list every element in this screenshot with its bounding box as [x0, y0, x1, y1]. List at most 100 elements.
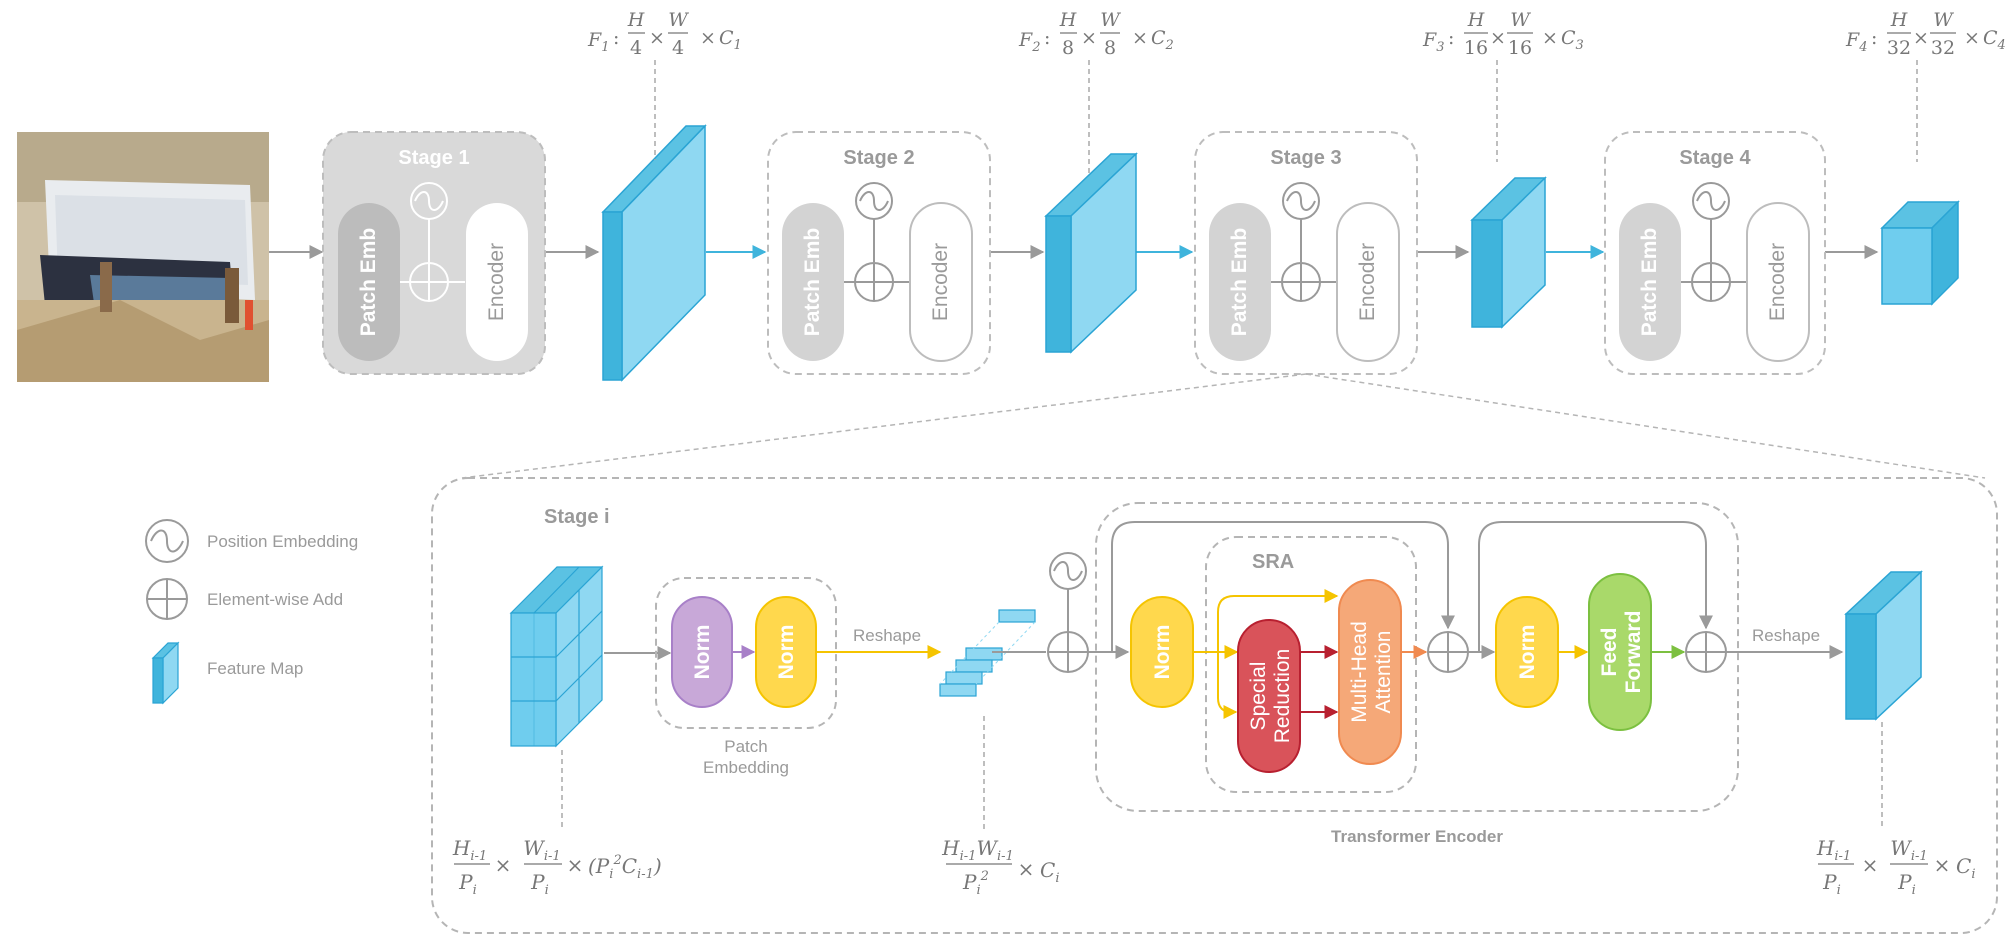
svg-text:C4: C4 [1983, 27, 2006, 53]
svg-text:×: × [1542, 27, 1558, 49]
svg-text:C3: C3 [1561, 27, 1584, 53]
svg-text:Hi-1Wi-1: Hi-1Wi-1 [941, 836, 1014, 864]
svg-text:Pi: Pi [1897, 870, 1916, 898]
feature-label-f1: F1 : H 4 × W 4 × C1 [587, 9, 742, 59]
svg-text:×: × [1018, 857, 1035, 881]
svg-text:W: W [668, 9, 689, 31]
svg-text::: : [1448, 27, 1454, 49]
stage-1-title: Stage 1 [398, 147, 469, 169]
stage-4-encoder: Encoder [1766, 243, 1789, 321]
svg-text:×: × [700, 27, 716, 49]
stage-3-title: Stage 3 [1270, 147, 1341, 169]
svg-text:×: × [1913, 27, 1929, 49]
detail-panel: Stage i Norm Norm Patch Embedding Reshap… [431, 477, 1998, 934]
stage-i-output-feature-map [1844, 570, 1923, 721]
f3-sub: 3 [1436, 40, 1444, 55]
feature-map-f1 [601, 124, 707, 382]
f1-c: C [719, 27, 734, 49]
f4-c: C [1983, 27, 1998, 49]
svg-text:×: × [1132, 27, 1148, 49]
svg-text:C1: C1 [719, 27, 742, 53]
svg-text:×: × [567, 853, 584, 877]
feature-map-f2 [1044, 152, 1138, 354]
zoom-lines [461, 373, 1986, 479]
multi-head-attention-line-2: Attention [1372, 631, 1395, 714]
f3-c: C [1561, 27, 1576, 49]
f2-c-sub: 2 [1165, 38, 1174, 53]
f3-name: F [1422, 29, 1437, 51]
patch-embedding-label-2: Embedding [703, 758, 789, 777]
feature-label-f2: F2 : H 8 × W 8 × C2 [1018, 9, 1174, 59]
stage-3-encoder: Encoder [1356, 243, 1379, 321]
svg-text:×: × [1934, 853, 1951, 877]
input-image [17, 132, 269, 382]
svg-text:C2: C2 [1151, 27, 1174, 53]
stage-4-patch-emb: Patch Emb [1638, 228, 1661, 337]
f3-w-den: 16 [1508, 37, 1532, 59]
patch-embedding-label-1: Patch [724, 737, 767, 756]
feature-label-f4: F4 : H 32 × W 32 × C4 [1845, 9, 2006, 59]
f4-name: F [1845, 29, 1860, 51]
feature-map-f4 [1880, 200, 1960, 306]
svg-text:Pi: Pi [458, 870, 477, 898]
stage-2-title: Stage 2 [843, 147, 914, 169]
token-strips [939, 609, 1036, 697]
transformer-encoder-label: Transformer Encoder [1331, 827, 1503, 846]
formula-token-shape: Hi-1Wi-1 Pi2 × Ci [941, 836, 1059, 898]
patch-embedding-norm-1: Norm [691, 625, 714, 680]
svg-text:×: × [649, 27, 665, 49]
f4-sub: 4 [1858, 40, 1867, 55]
patch-embedding-norm-2: Norm [775, 625, 798, 680]
svg-text:W: W [1100, 9, 1121, 31]
svg-text:×: × [1081, 27, 1097, 49]
feature-map-f3 [1470, 176, 1547, 329]
feature-label-f3: F3 : H 16 × W 16 × C3 [1422, 9, 1584, 59]
f1-w-den: 4 [672, 37, 684, 59]
svg-text:W: W [1510, 9, 1531, 31]
stage-i-title: Stage i [544, 506, 610, 528]
legend: Position Embedding Element-wise Add Feat… [145, 519, 358, 705]
svg-text:Pi2: Pi2 [962, 869, 989, 898]
svg-text:Hi-1: Hi-1 [1816, 836, 1851, 864]
svg-text:Pi: Pi [1822, 870, 1841, 898]
stage-2-encoder: Encoder [929, 243, 952, 321]
stage-2: Stage 2 Patch Emb Encoder [767, 131, 991, 375]
svg-text:Ci: Ci [1956, 854, 1975, 882]
special-reduction-line-1: Special [1247, 662, 1270, 731]
f4-c-sub: 4 [1997, 38, 2006, 53]
svg-text:×: × [1490, 27, 1506, 49]
svg-text:Wi-1: Wi-1 [523, 836, 560, 864]
f3-c-sub: 3 [1576, 38, 1584, 53]
f2-name: F [1018, 29, 1033, 51]
svg-text::: : [613, 27, 619, 49]
stage-2-patch-emb: Patch Emb [801, 228, 824, 337]
svg-text:H: H [627, 9, 645, 31]
feature-map-icon [151, 641, 180, 705]
feed-forward-line-2: Forward [1622, 611, 1645, 694]
feature-leaders [654, 60, 1918, 175]
multi-head-attention-line-1: Multi-Head [1348, 621, 1371, 723]
svg-text:Pi: Pi [530, 870, 549, 898]
encoder-norm-2: Norm [1516, 625, 1539, 680]
svg-text:×: × [1862, 853, 1879, 877]
stage-4-title: Stage 4 [1679, 147, 1751, 169]
svg-text:F1: F1 [587, 29, 609, 55]
stage-i-input-blocks [509, 565, 604, 748]
svg-text:H: H [1467, 9, 1485, 31]
svg-text::: : [1871, 27, 1877, 49]
stage-1-encoder: Encoder [485, 243, 508, 321]
stage-1: Stage 1 Patch Emb Encoder [322, 131, 546, 375]
legend-position-embedding: Position Embedding [207, 532, 358, 551]
f1-name: F [587, 29, 602, 51]
stage-3: Stage 3 Patch Emb Encoder [1194, 131, 1418, 375]
f3-h-den: 16 [1464, 37, 1488, 59]
svg-text:F2: F2 [1018, 29, 1040, 55]
svg-text:H: H [1059, 9, 1077, 31]
svg-text:Ci: Ci [1040, 858, 1059, 886]
stage-3-patch-emb: Patch Emb [1228, 228, 1251, 337]
svg-text:×: × [1964, 27, 1980, 49]
formula-input-shape: Hi-1 Pi × Wi-1 Pi × (Pi2Ci-1) [452, 836, 662, 898]
f4-h-den: 32 [1887, 37, 1911, 59]
f2-c: C [1151, 27, 1166, 49]
